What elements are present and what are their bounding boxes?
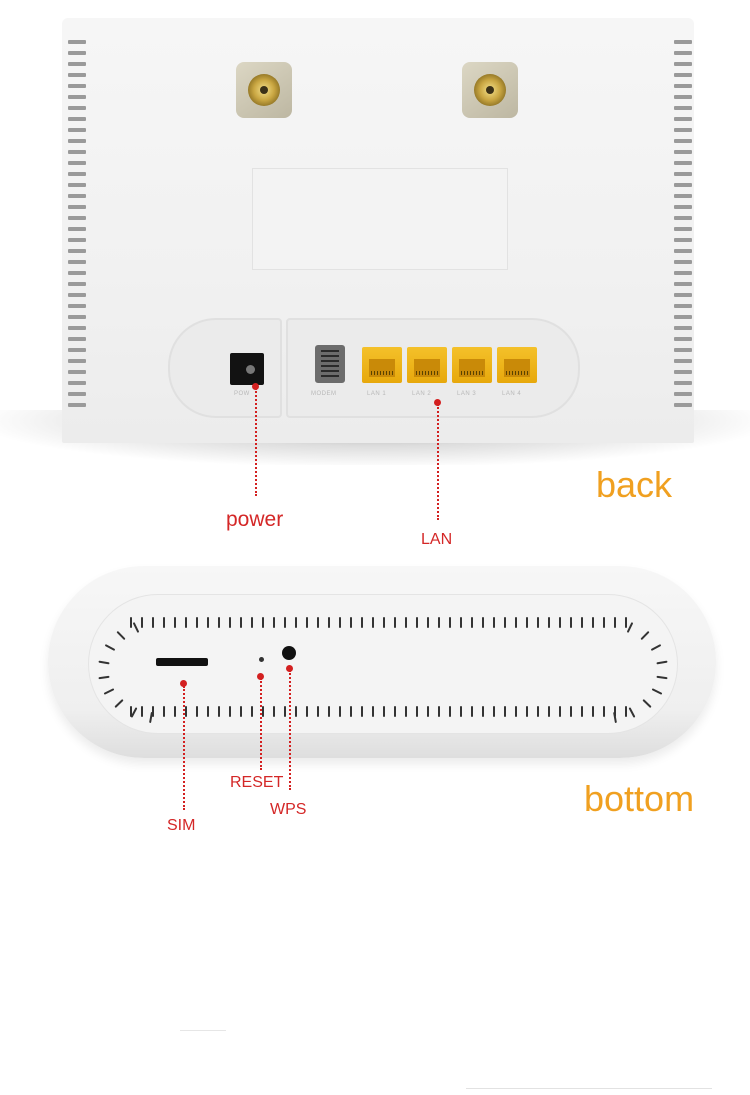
power-bay bbox=[168, 318, 282, 418]
reset-callout-line bbox=[260, 678, 262, 770]
rj45-port-icon bbox=[497, 347, 537, 383]
lan-callout-label: LAN bbox=[421, 531, 453, 548]
lan4-label: LAN 4 bbox=[502, 391, 522, 397]
side-vents-left bbox=[68, 40, 86, 414]
lan1-label: LAN 1 bbox=[367, 391, 387, 397]
power-callout-line bbox=[255, 388, 257, 496]
rj45-port-icon bbox=[362, 347, 402, 383]
rj45-port-icon bbox=[452, 347, 492, 383]
power-port-label: POW bbox=[234, 391, 250, 397]
sim-callout-label: SIM bbox=[167, 817, 196, 834]
wps-callout-line bbox=[289, 670, 291, 790]
antenna-connector-icon bbox=[236, 62, 292, 118]
power-callout-label: power bbox=[226, 508, 284, 531]
bottom-heading: bottom bbox=[584, 778, 695, 819]
wps-button-icon bbox=[282, 646, 296, 660]
sim-callout-dot bbox=[180, 680, 187, 687]
side-vents-right bbox=[674, 40, 692, 414]
sim-callout-line bbox=[183, 686, 185, 810]
back-heading: back bbox=[596, 464, 673, 505]
lan2-label: LAN 2 bbox=[412, 391, 432, 397]
antenna-connector-icon bbox=[462, 62, 518, 118]
rj45-port-icon bbox=[407, 347, 447, 383]
reset-pinhole bbox=[259, 657, 264, 662]
divider bbox=[180, 1030, 226, 1031]
label-area bbox=[252, 168, 508, 270]
reset-callout-label: RESET bbox=[230, 774, 284, 791]
lan3-label: LAN 3 bbox=[457, 391, 477, 397]
wps-callout-dot bbox=[286, 665, 293, 672]
sim-slot-icon bbox=[156, 658, 208, 666]
modem-port-label: MODEM bbox=[311, 391, 337, 397]
lan-callout-line bbox=[437, 404, 439, 520]
lan-callout-dot bbox=[434, 399, 441, 406]
wps-callout-label: WPS bbox=[270, 801, 307, 818]
rj11-port-icon bbox=[315, 345, 345, 383]
reset-callout-dot bbox=[257, 673, 264, 680]
power-callout-dot bbox=[252, 383, 259, 390]
divider bbox=[466, 1088, 712, 1089]
power-jack-icon bbox=[230, 353, 264, 385]
